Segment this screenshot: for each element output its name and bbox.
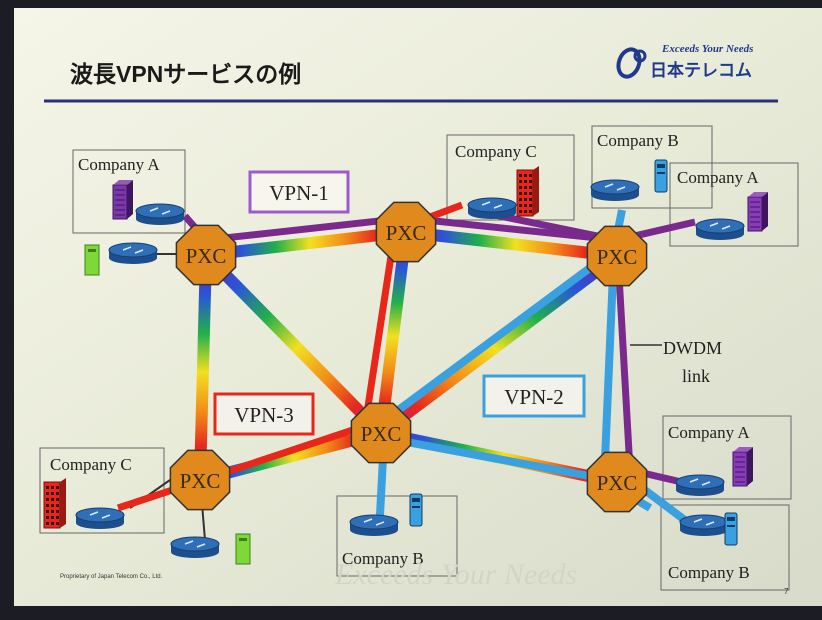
router-icon [467,197,517,213]
pxc-label: PXC [597,471,638,495]
svg-text:VPN-3: VPN-3 [234,403,294,427]
site-label-company-a-top-left: Company A [78,155,160,174]
router-company-c-top [467,197,517,219]
slide-watermark: Exceeds Your Needs [334,558,577,591]
dwdm-link-pxc1-pxc4 [201,250,386,438]
slide-footer: Proprietary of Japan Telecom Co., Ltd. [60,574,163,580]
logo-company: 日本テレコム [650,60,752,80]
pxc-octagon-icon [350,402,412,464]
site-box-company-a-top-right [669,162,799,247]
pxc-node-1: PXC [175,224,237,286]
pxc-octagon-icon [169,449,231,511]
router-green-left [108,242,158,264]
server-icon-company-a-bottom-right [732,447,753,487]
pxc-node-6: PXC [586,451,648,513]
pxc-label: PXC [361,422,402,446]
site-label-company-c-top: Company C [455,142,537,161]
pxc-label: PXC [386,221,427,245]
dwdm-label-line1: DWDM [663,338,722,358]
router-company-b-bottom-right [679,514,729,536]
tower-icon-company-b-bottom [409,493,423,527]
dwdm-link-pxc1-pxc5 [194,254,212,481]
svg-text:VPN-2: VPN-2 [504,385,564,409]
tower-icon-company-b-top-right [654,159,668,193]
site-box-company-b-bottom [336,495,458,577]
router-icon [170,536,220,552]
pxc-octagon-icon [175,224,237,286]
dwdm-link-pxc2-pxc3 [405,226,618,262]
vpn-1-label: VPN-1 [248,170,350,214]
device-icon-green-left [84,244,100,276]
slide-title: 波長VPNサービスの例 [70,61,301,87]
dwdm-link-pxc1-pxc2 [205,226,407,261]
dwdm-link-pxc2-pxc4 [375,231,412,434]
router-company-a-bottom-right [675,474,725,496]
site-label-company-c-bottom-left: Company C [50,455,132,474]
server-icon-company-a-top-left [112,180,133,220]
logo-mark-icon [616,47,642,79]
dwdm-label-line2: link [682,366,710,386]
pxc-label: PXC [186,244,227,268]
server-icon-company-a-top-right [747,192,768,232]
router-icon [75,507,125,523]
pxc-label: PXC [597,245,638,269]
router-company-c-bottom-left [75,507,125,529]
pxc-node-3: PXC [586,225,648,287]
pxc-octagon-icon [586,451,648,513]
site-label-company-a-bottom-right: Company A [668,423,750,442]
site-label-company-a-top-right: Company A [677,168,759,187]
router-icon [108,242,158,258]
site-box-company-a-bottom-right [662,415,792,500]
router-company-b-bottom [349,514,399,536]
pxc-label: PXC [180,469,221,493]
router-icon [695,218,745,234]
svg-text:VPN-1: VPN-1 [269,181,329,205]
vpn-2-label: VPN-2 [482,374,586,418]
building-icon-company-c-top [516,166,539,217]
router-icon [135,203,185,219]
building-icon-company-c-bottom-left [43,478,66,529]
router-company-a-top-right [695,218,745,240]
router-company-a-top-left [135,203,185,225]
pxc-node-4: PXC [350,402,412,464]
tower-icon-company-b-bottom-right [724,512,738,546]
site-box-company-b-bottom-right [660,504,790,591]
router-green-bottom [170,536,220,558]
router-icon [675,474,725,490]
japan-telecom-logo: Exceeds Your Needs 日本テレコム [616,43,753,80]
site-label-company-b-bottom-right: Company B [668,563,750,582]
logo-tagline: Exceeds Your Needs [661,43,753,55]
router-icon [349,514,399,530]
device-icon-green-bottom [235,533,251,565]
router-icon [679,514,729,530]
pxc-node-2: PXC [375,201,437,263]
site-label-company-b-top-right: Company B [597,131,679,150]
site-box-company-b-top-right [591,125,713,209]
pxc-octagon-icon [586,225,648,287]
site-box-company-a-top-left [72,149,186,234]
site-label-company-b-bottom: Company B [342,549,424,568]
page-number: 7 [784,587,789,596]
pxc-node-5: PXC [169,449,231,511]
router-icon [590,179,640,195]
vpn-3-label: VPN-3 [213,392,315,436]
router-company-b-top-right [590,179,640,201]
pxc-octagon-icon [375,201,437,263]
dwdm-link-pxc3-pxc4 [377,251,621,438]
